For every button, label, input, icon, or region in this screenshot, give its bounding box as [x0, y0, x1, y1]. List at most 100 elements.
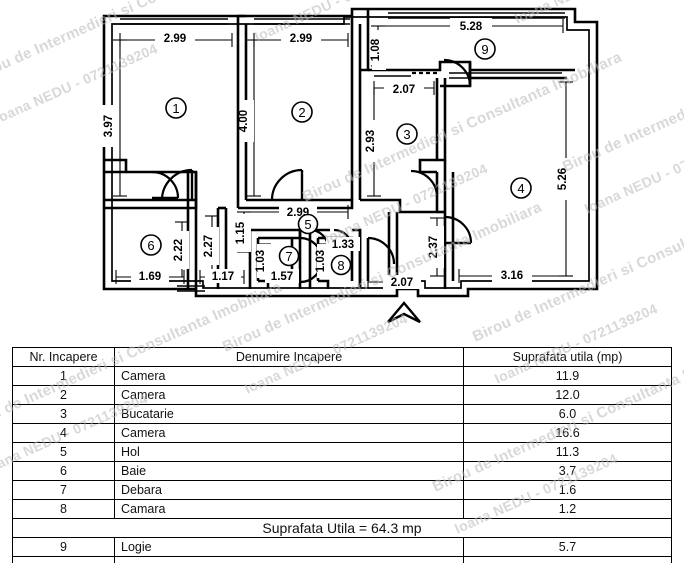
header-name: Denumire Incapere — [114, 347, 464, 367]
room-number-4: 4 — [517, 181, 524, 196]
wall-hall-room4 — [443, 160, 455, 289]
cell-area: 16.6 — [463, 423, 672, 443]
room-number-9: 9 — [481, 42, 488, 57]
total-label: Suprafata Utila = 64.3 mp — [12, 518, 672, 538]
room-schedule-table: Nr. Incapere Denumire Incapere Suprafata… — [12, 347, 672, 563]
cell-name: Camera — [114, 385, 464, 405]
room-number-6: 6 — [147, 238, 154, 253]
wall-camara-notch — [318, 279, 330, 289]
door-room2 — [270, 168, 303, 201]
wall-logie-bottom-right — [470, 68, 575, 80]
cell-nr: 8 — [12, 499, 115, 519]
wall-kitchen-notch — [418, 158, 437, 174]
cell-area: 5.7 — [463, 537, 672, 557]
north-arrow-icon — [387, 301, 421, 324]
table-header-row: Nr. Incapere Denumire Incapere Suprafata… — [12, 347, 672, 367]
cell-nr — [12, 556, 115, 563]
header-nr: Nr. Incapere — [12, 347, 115, 367]
table-row-truncated — [12, 556, 672, 563]
dim-room6-height: 2.22 — [173, 239, 185, 261]
cell-name: Hol — [114, 442, 464, 462]
cell-nr: 9 — [12, 537, 115, 557]
cell-name — [114, 556, 464, 563]
dim-room1-width: 2.99 — [164, 33, 186, 45]
room-number-5: 5 — [304, 217, 311, 232]
room-number-8: 8 — [337, 258, 344, 273]
room-markers: 1 2 3 4 5 — [140, 38, 532, 276]
floor-plan-svg: 2.99 3.97 2.99 4.00 1.08 5.28 2.07 2.93 … — [101, 7, 599, 324]
cell-name: Camara — [114, 499, 464, 519]
dim-logie-depth: 1.08 — [370, 38, 382, 61]
cell-area: 11.9 — [463, 366, 672, 386]
dim-room3-width: 2.07 — [393, 84, 415, 96]
dim-hall-seg-w: 1.17 — [212, 271, 234, 283]
cell-area: 1.2 — [463, 499, 672, 519]
cell-area: 1.6 — [463, 480, 672, 500]
dim-room4-width: 3.16 — [501, 270, 523, 282]
dim-room4-height: 5.26 — [557, 168, 569, 190]
room-marker-3: 3 — [396, 123, 418, 145]
table-row: 1 Camera 11.9 — [12, 366, 672, 386]
room-marker-4: 4 — [510, 177, 532, 199]
room-number-7: 7 — [285, 249, 292, 264]
wall-debara-top — [250, 228, 302, 240]
room-number-3: 3 — [403, 127, 410, 142]
door-kitchen — [410, 169, 439, 198]
cell-nr: 7 — [12, 480, 115, 500]
wall-cap-1-2 — [238, 14, 246, 210]
cell-area — [463, 556, 672, 563]
room-table: Nr. Incapere Denumire Incapere Suprafata… — [12, 347, 672, 563]
header-area: Suprafata utila (mp) — [463, 347, 672, 367]
dim-room7-width: 1.57 — [271, 271, 293, 283]
dim-hall-drop: 1.15 — [235, 221, 247, 244]
wall-kitchen-bottom — [360, 172, 439, 214]
room-marker-2: 2 — [291, 101, 313, 123]
table-row: 7 Debara 1.6 — [12, 480, 672, 500]
outer-wall-outline — [102, 7, 599, 298]
door-logie — [443, 58, 472, 87]
dim-room2-width: 2.99 — [290, 33, 312, 45]
room-marker-5: 5 — [297, 213, 319, 235]
door-bath — [151, 170, 180, 199]
room-marker-7: 7 — [278, 245, 300, 267]
room-number-2: 2 — [298, 105, 305, 120]
dim-room8-width: 1.33 — [332, 239, 354, 251]
wall-bath-right — [186, 172, 198, 289]
cell-name: Baie — [114, 461, 464, 481]
wall-bath-notch — [104, 158, 128, 174]
table-body: 1 Camera 11.9 2 Camera 12.0 3 Bucatarie … — [12, 366, 672, 563]
cell-name: Bucatarie — [114, 404, 464, 424]
table-row: 2 Camera 12.0 — [12, 385, 672, 405]
wall-room2-room3 — [350, 16, 362, 200]
room-marker-1: 1 — [165, 97, 187, 119]
dim-hall-seg-h: 2.27 — [203, 235, 215, 257]
cell-name: Debara — [114, 480, 464, 500]
floor-plan-drawing: 2.99 3.97 2.99 4.00 1.08 5.28 2.07 2.93 … — [101, 7, 599, 324]
cell-nr: 2 — [12, 385, 115, 405]
table-row: 6 Baie 3.7 — [12, 461, 672, 481]
table-head: Nr. Incapere Denumire Incapere Suprafata… — [12, 347, 672, 367]
wall-kitchen-right — [435, 78, 447, 162]
cell-name: Logie — [114, 537, 464, 557]
door-room4 — [444, 215, 473, 244]
cell-area: 12.0 — [463, 385, 672, 405]
cell-nr: 3 — [12, 404, 115, 424]
room-marker-8: 8 — [330, 254, 352, 276]
wall-entry-left — [358, 230, 370, 289]
table-total-row: Suprafata Utila = 64.3 mp — [12, 518, 672, 538]
dim-entry-width: 2.07 — [391, 277, 413, 289]
dim-room4-door: 2.37 — [428, 236, 440, 258]
table-row: 3 Bucatarie 6.0 — [12, 404, 672, 424]
wall-room1-bottom — [104, 198, 198, 210]
dim-room3-height: 2.93 — [365, 130, 377, 152]
room-marker-9: 9 — [474, 38, 496, 60]
dim-room7-height: 1.03 — [255, 250, 267, 272]
dim-room8-height: 1.03 — [315, 250, 327, 272]
cell-name: Camera — [114, 366, 464, 386]
room-marker-6: 6 — [140, 234, 162, 256]
dimension-labels: 2.99 3.97 2.99 4.00 1.08 5.28 2.07 2.93 … — [101, 18, 573, 289]
table-row: 8 Camara 1.2 — [12, 499, 672, 519]
cell-name: Camera — [114, 423, 464, 443]
table-row: 4 Camera 16.6 — [12, 423, 672, 443]
door-entrance — [367, 236, 396, 265]
